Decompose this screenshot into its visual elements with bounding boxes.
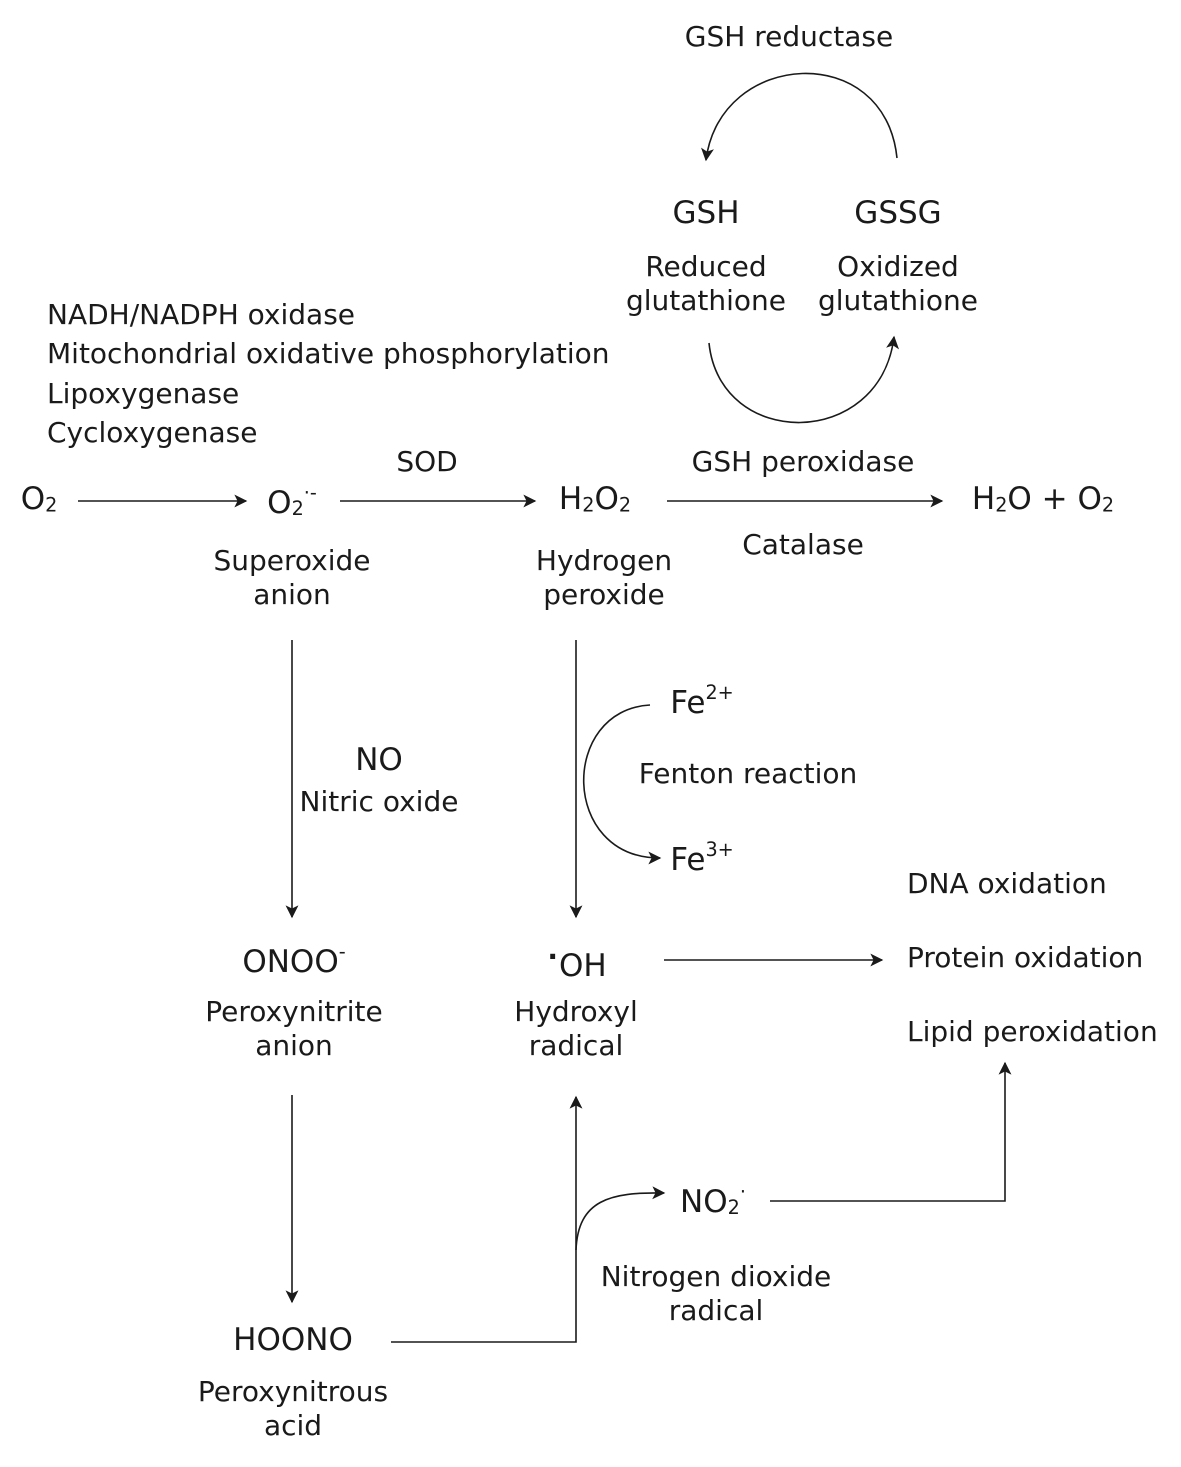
gsh-formula: GSH (672, 195, 740, 231)
arc-to-no2 (575, 1186, 666, 1251)
source-item: Cycloxygenase (47, 416, 258, 450)
hydroxyl-name: Hydroxyl radical (514, 995, 638, 1063)
arrow-hoono-to-hydroxyl (391, 1095, 583, 1343)
peroxynitrite-name: Peroxynitrite anion (205, 995, 383, 1063)
source-item: Mitochondrial oxidative phosphorylation (47, 337, 610, 371)
source-item: Lipoxygenase (47, 376, 240, 410)
superoxide-formula: O2·- (267, 481, 317, 521)
gssg-name: Oxidized glutathione (817, 250, 979, 318)
hydroxyl-formula: ·OH (547, 940, 607, 984)
gsh-reductase-label: GSH reductase (684, 20, 894, 53)
damage-dna-oxidation: DNA oxidation (907, 867, 1107, 900)
no-name: Nitric oxide (299, 785, 459, 818)
source-item: NADH/NADPH oxidase (47, 298, 356, 331)
h2o2-formula: H2O2 (558, 481, 632, 517)
arc-gsh-reductase (701, 72, 898, 162)
hoono-name: Peroxynitrous acid (197, 1375, 389, 1443)
peroxynitrite-formula: ONOO- (242, 940, 346, 980)
no2-formula: NO2· (680, 1180, 746, 1220)
no2-name: Nitrogen dioxide radical (600, 1260, 832, 1328)
fenton-reaction-label: Fenton reaction (638, 757, 858, 790)
hoono-formula: HOONO (233, 1322, 353, 1358)
fe2-formula: Fe2+ (670, 681, 734, 721)
arc-fenton (582, 704, 662, 865)
fe3-formula: Fe3+ (670, 838, 734, 878)
gssg-formula: GSSG (854, 195, 942, 231)
arrow-no2-to-lipid (770, 1061, 1012, 1202)
sod-label: SOD (396, 445, 458, 478)
damage-lipid-peroxidation: Lipid peroxidation (907, 1015, 1158, 1048)
superoxide-sources-list: NADH/NADPH oxidase Mitochondrial oxidati… (47, 295, 610, 453)
o2-formula: O2 (20, 481, 58, 517)
h2o2-name: Hydrogen peroxide (535, 544, 673, 612)
water-oxygen-products: H2O + O2 (971, 481, 1115, 517)
catalase-label: Catalase (742, 528, 864, 561)
damage-protein-oxidation: Protein oxidation (907, 941, 1144, 974)
no-formula: NO (355, 742, 403, 778)
gsh-peroxidase-label: GSH peroxidase (691, 445, 915, 478)
arc-gsh-peroxidase (708, 335, 899, 424)
superoxide-name: Superoxide anion (213, 544, 371, 612)
gsh-name: Reduced glutathione (625, 250, 787, 318)
